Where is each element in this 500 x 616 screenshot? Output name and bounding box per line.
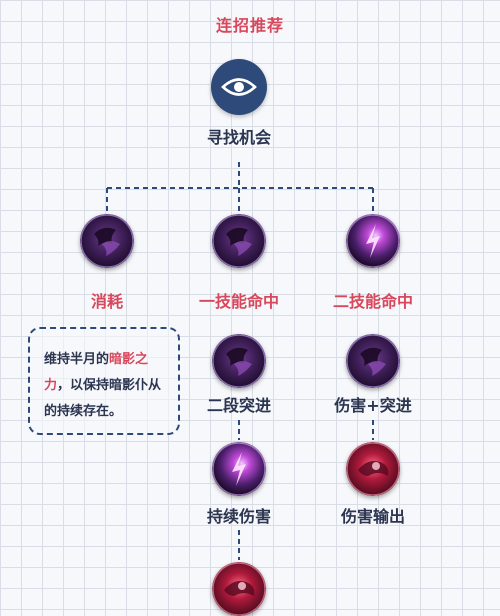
middle-chain-label-2: 持续伤害 [206,507,271,526]
right-chain-label-1: 伤害+突进 [334,396,412,415]
branch-right-label: 二技能命中 [332,292,413,311]
branch-left-label: 消耗 [90,292,123,311]
middle-chain-label-1: 二段突进 [206,396,271,415]
root-label: 寻找机会 [206,128,271,147]
skill-spark-icon [346,214,400,268]
note-box: 维持半月的暗影之力，以保持暗影仆从的持续存在。 [28,327,180,435]
skill-red-icon [212,562,266,616]
skill-red-icon [346,442,400,496]
note-text-part1: 维持半月的 [44,352,110,367]
note-text-part2: ，以保持暗影仆从的持续存在。 [44,378,162,419]
skill-dark-icon [212,214,266,268]
skill-spark-icon [212,442,266,496]
eye-icon [211,59,267,115]
skill-dark-icon [346,334,400,388]
skill-dark-icon [80,214,134,268]
right-chain-label-2: 伤害输出 [340,507,405,526]
note-highlight: 暗影之力 [44,352,149,393]
skill-dark-icon [212,334,266,388]
branch-middle-label: 一技能命中 [198,292,279,311]
diagram-title: 连招推荐 [215,16,284,35]
